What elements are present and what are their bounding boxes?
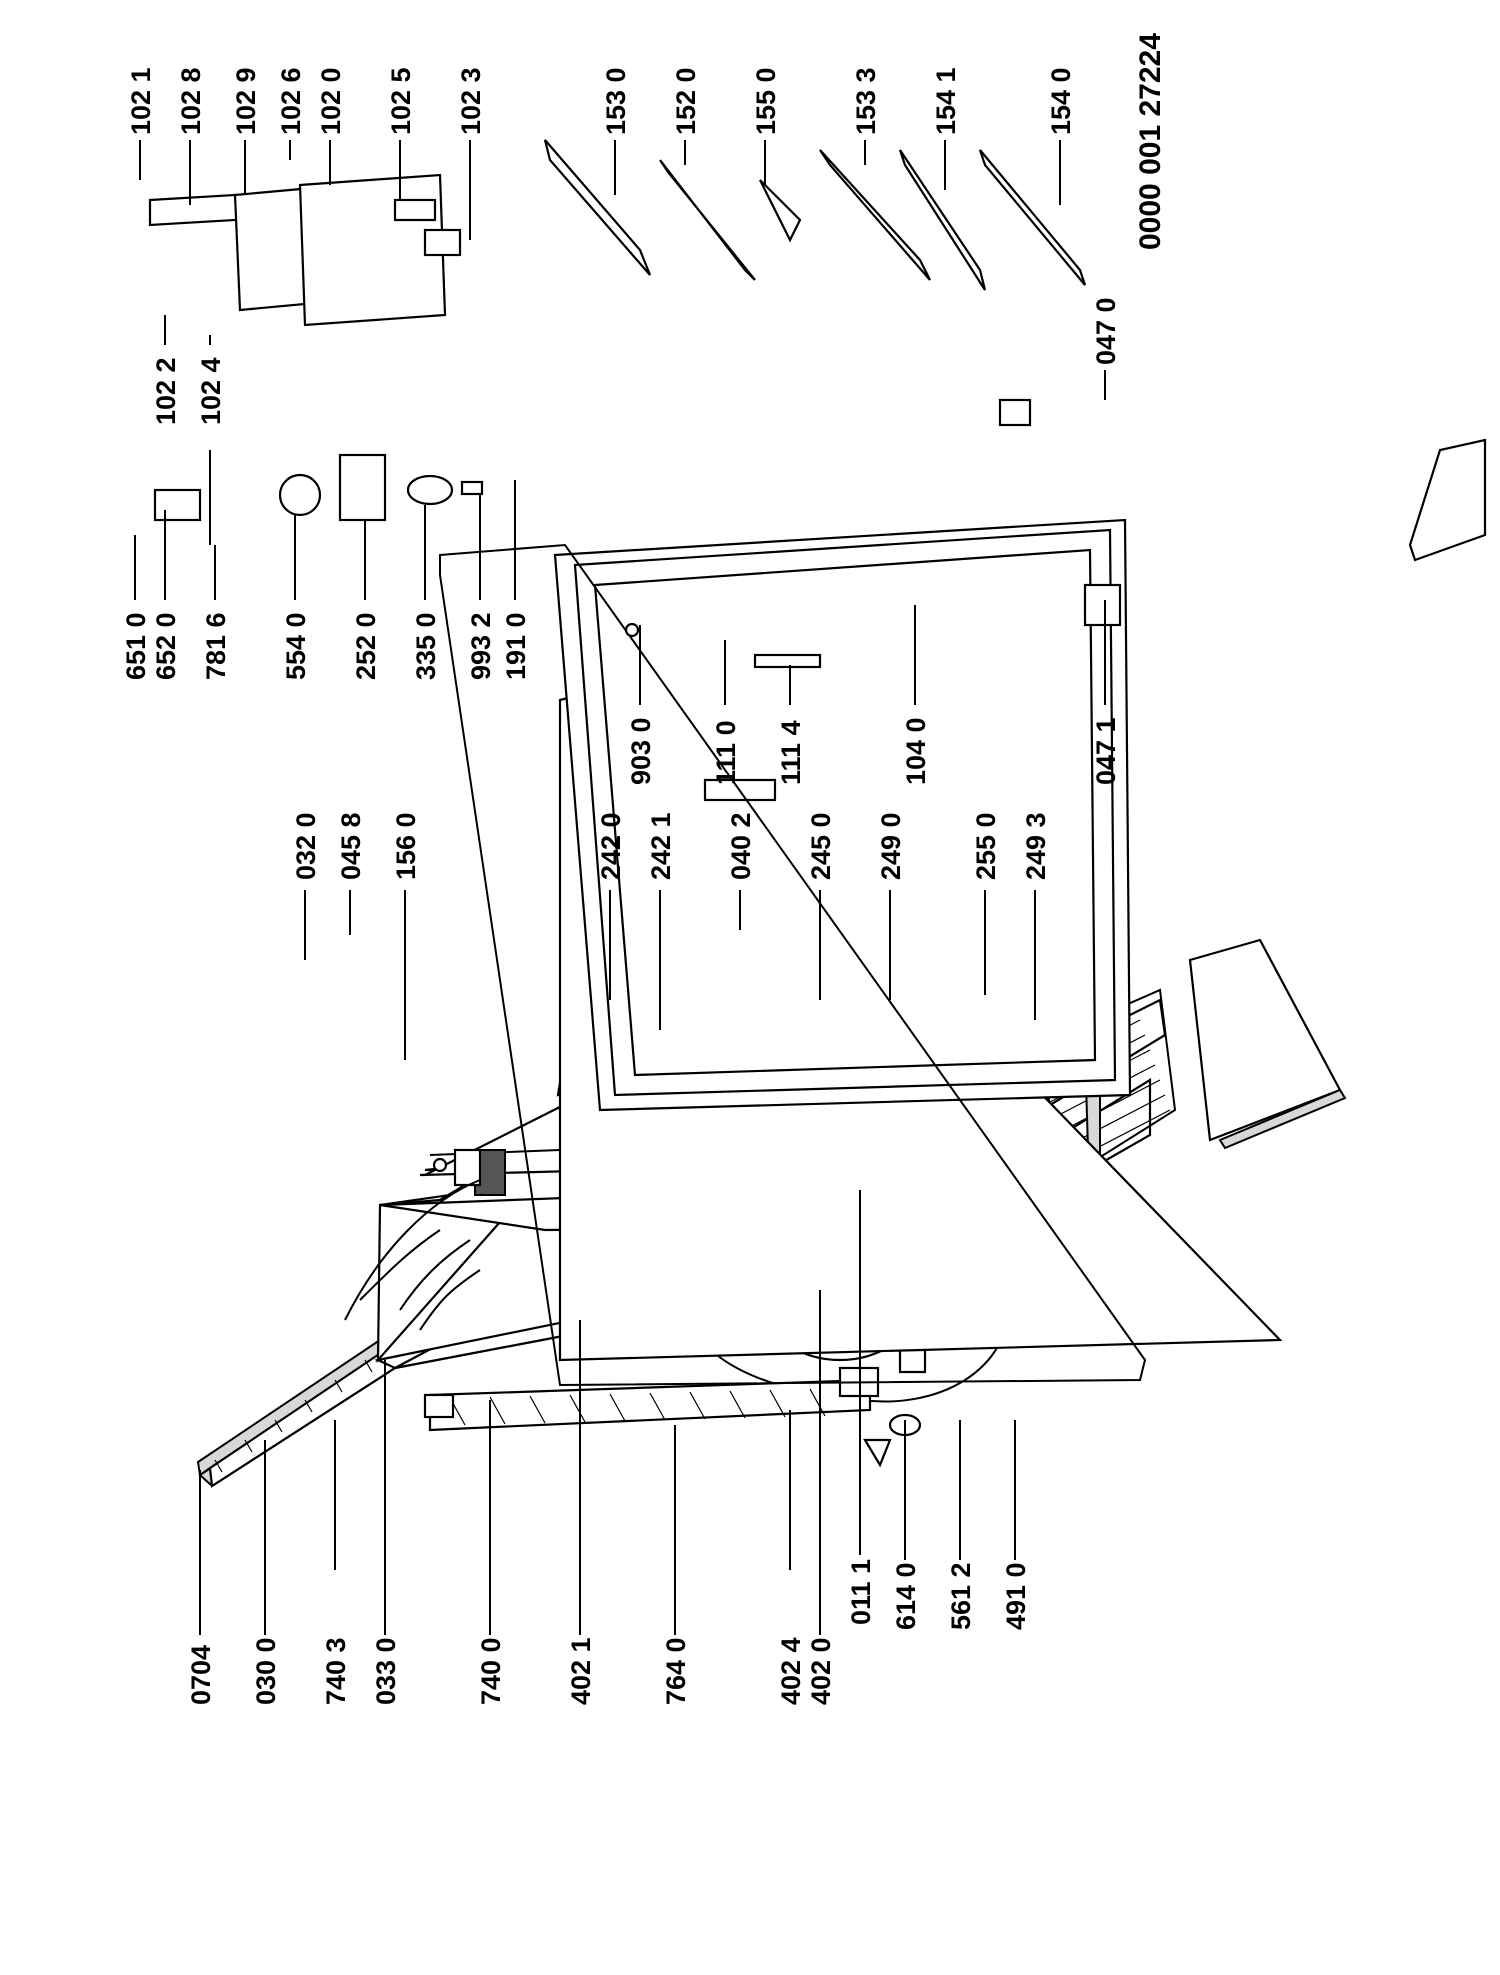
label-740-0: 740 0 xyxy=(476,1637,506,1705)
condenser xyxy=(428,1378,872,1432)
label-154-1: 154 1 xyxy=(931,67,961,135)
label-249-3: 249 3 xyxy=(1021,812,1051,880)
screw xyxy=(432,1157,448,1173)
drain-tray xyxy=(423,1393,455,1419)
label-155-0: 155 0 xyxy=(751,67,781,135)
wire-harness xyxy=(153,488,202,522)
label-104-0: 104 0 xyxy=(901,717,931,785)
label-255-0: 255 0 xyxy=(971,812,1001,880)
door-drawing xyxy=(148,139,1487,1387)
top-hinge xyxy=(998,398,1032,427)
thermostat-knob xyxy=(278,473,322,517)
freezer-flap-door xyxy=(298,173,447,327)
label-102-2: 102 2 xyxy=(151,357,181,425)
label-102-0: 102 0 xyxy=(316,67,346,135)
label-651-0: 651 0 xyxy=(121,612,151,680)
label-764-0: 764 0 xyxy=(661,1637,691,1705)
worktop-hatch xyxy=(214,1359,373,1473)
label-102-4: 102 4 xyxy=(196,357,226,425)
label-030-0: 030 0 xyxy=(251,1637,281,1705)
label-903-0: 903 0 xyxy=(626,717,656,785)
label-047-1: 047 1 xyxy=(1091,717,1121,785)
label-153-3: 153 3 xyxy=(851,67,881,135)
leader-lines xyxy=(134,140,1106,1635)
capillary-clip xyxy=(460,480,484,496)
label-245-0: 245 0 xyxy=(806,812,836,880)
label-152-0: 152 0 xyxy=(671,67,701,135)
label-045-8: 045 8 xyxy=(336,812,366,880)
label-047-0: 047 0 xyxy=(1091,297,1121,365)
door-shelf-lower xyxy=(978,149,1087,286)
label-242-0: 242 0 xyxy=(596,812,626,880)
label-102-8: 102 8 xyxy=(176,67,206,135)
bottle-divider xyxy=(898,149,987,291)
glass-shelf xyxy=(1188,938,1342,1142)
egg-tray xyxy=(759,179,802,243)
label-252-0: 252 0 xyxy=(351,612,381,680)
label-011-1: 011 1 xyxy=(846,1559,876,1625)
door-gasket xyxy=(1408,438,1487,562)
butter-cover xyxy=(543,139,652,276)
door-shelf-upper xyxy=(659,159,756,281)
label-032-0: 032 0 xyxy=(291,812,321,880)
flap-hinge xyxy=(423,228,462,257)
label-491-0: 491 0 xyxy=(1001,1562,1031,1630)
label-614-0: 614 0 xyxy=(891,1562,921,1630)
label-111-0: 111 0 xyxy=(711,720,741,785)
label-156-0: 156 0 xyxy=(391,812,421,880)
label-249-0: 249 0 xyxy=(876,812,906,880)
label-402-1: 402 1 xyxy=(566,1637,596,1705)
label-554-0: 554 0 xyxy=(281,612,311,680)
door-strip xyxy=(753,653,822,669)
label-153-0: 153 0 xyxy=(601,67,631,135)
label-561-2: 561 2 xyxy=(946,1562,976,1630)
label-335-0: 335 0 xyxy=(411,612,441,680)
label-102-1: 102 1 xyxy=(126,67,156,135)
label-040-2: 040 2 xyxy=(726,812,756,880)
label-154-0: 154 0 xyxy=(1046,67,1076,135)
label-191-0: 191 0 xyxy=(501,612,531,680)
thermostat-box xyxy=(338,453,387,522)
bottom-hinge xyxy=(1083,583,1122,627)
label-242-1: 242 1 xyxy=(646,812,676,880)
label-102-3: 102 3 xyxy=(456,67,486,135)
label-102-9: 102 9 xyxy=(231,67,261,135)
label-402-4: 402 4 xyxy=(776,1637,806,1705)
part-491 xyxy=(863,1438,892,1468)
label-993-2: 993 2 xyxy=(466,612,496,680)
label-402-0: 402 0 xyxy=(806,1637,836,1705)
lamp xyxy=(406,474,454,506)
document-code: 0000 001 27224 xyxy=(1134,33,1167,250)
door-shelf-middle xyxy=(819,149,931,281)
gasket-outline xyxy=(439,543,1147,1387)
label-102-6: 102 6 xyxy=(276,67,306,135)
label-781-6: 781 6 xyxy=(201,612,231,680)
part-labels: 0704 030 0 740 3 033 0 740 0 402 1 764 0… xyxy=(121,33,1167,1705)
label-652-0: 652 0 xyxy=(151,612,181,680)
flap-label xyxy=(393,198,437,222)
label-111-4: 111 4 xyxy=(776,720,806,785)
label-033-0: 033 0 xyxy=(371,1637,401,1705)
label-0704: 0704 xyxy=(186,1645,216,1705)
part-561 xyxy=(898,1348,927,1374)
label-102-5: 102 5 xyxy=(386,67,416,135)
label-740-3: 740 3 xyxy=(321,1637,351,1705)
door-pin xyxy=(624,622,640,638)
